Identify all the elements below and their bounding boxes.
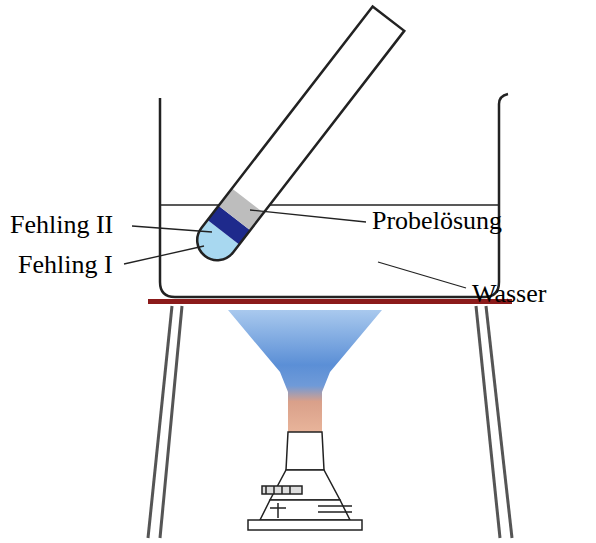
sample-layer (217, 187, 265, 231)
beaker (160, 94, 508, 297)
wire-gauze (148, 299, 512, 304)
tripod (148, 306, 512, 538)
bunsen-burner (248, 432, 362, 530)
part-label: Fehling I (18, 252, 113, 278)
water-surface (161, 204, 498, 206)
part-label: Probelösung (372, 208, 502, 234)
part-label: Wasser (472, 281, 546, 307)
flame (228, 310, 382, 432)
part-label: Fehling II (10, 212, 113, 238)
